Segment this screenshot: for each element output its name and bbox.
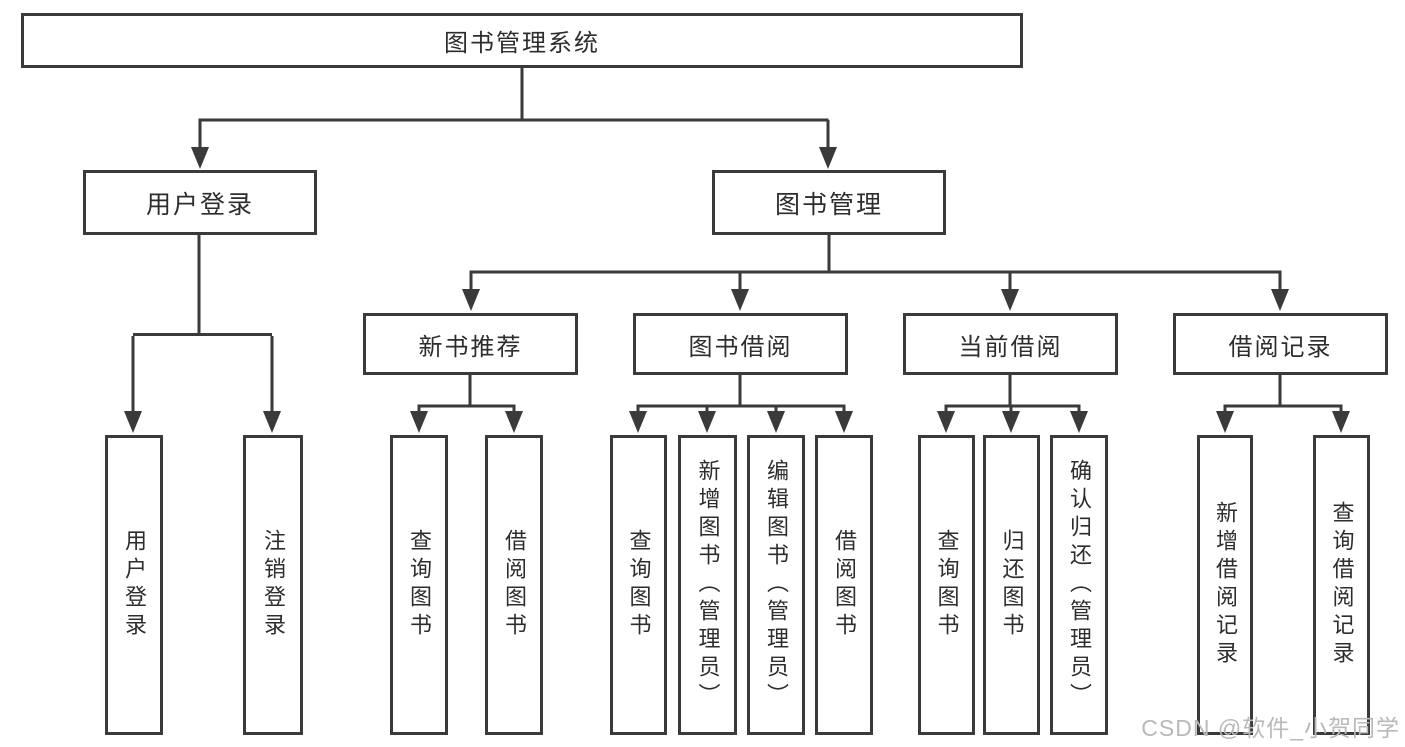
node-label: 用户登录 [145,190,254,219]
node-label: 新增借阅记录 [1213,501,1238,669]
leaf-records-add-borrow-record: 新增借阅记录 [1197,435,1253,735]
arrowheads [124,147,1350,433]
leaf-current-confirm-return-admin: 确认归还（管理员） [1050,435,1108,735]
leaf-newbook-borrow-books: 借阅图书 [485,435,543,735]
node-label: 查询图书 [934,529,960,641]
connector-new-book-to-leaves [417,375,516,414]
node-label: 图书借阅 [688,333,793,361]
node-label: 注销登录 [261,529,286,641]
leaf-current-return-books: 归还图书 [983,435,1040,735]
leaf-user-login: 用户登录 [105,435,163,735]
node-label: 当前借阅 [958,333,1063,361]
node-label: 查询图书 [407,529,432,641]
connector-user-login-to-leaves [131,235,274,414]
node-label: 新增图书（管理员） [695,459,721,711]
leaf-current-query-books: 查询图书 [918,435,975,735]
csdn-watermark: CSDN @软件_小贺同学 [1141,715,1400,741]
leaf-logout: 注销登录 [243,435,303,735]
node-user-login: 用户登录 [83,170,317,235]
node-label: 归还图书 [999,529,1025,641]
node-label: 查询借阅记录 [1329,501,1355,669]
node-current-borrowing: 当前借阅 [903,313,1118,375]
node-new-book-recommendation: 新书推荐 [363,313,578,375]
connector-root-to-level2 [198,68,830,150]
node-label: 确认归还（管理员） [1067,459,1092,711]
leaf-records-query-borrow-record: 查询借阅记录 [1313,435,1370,735]
node-label: 用户登录 [122,529,147,641]
connector-book-management-to-level3 [469,235,1282,292]
node-library-management-system: 图书管理系统 [21,13,1023,68]
node-label: 借阅图书 [502,529,527,641]
leaf-borrowing-borrow-books: 借阅图书 [815,435,873,735]
node-label: 查询图书 [626,529,652,641]
node-book-management: 图书管理 [712,170,946,235]
node-book-borrowing: 图书借阅 [633,313,848,375]
node-label: 图书管理 [774,190,883,219]
leaf-borrowing-edit-books-admin: 编辑图书（管理员） [747,435,805,735]
node-borrowing-records: 借阅记录 [1173,313,1388,375]
node-label: 借阅图书 [832,529,857,641]
connector-current-borrowing-to-leaves [944,375,1081,414]
leaf-borrowing-add-books-admin: 新增图书（管理员） [678,435,737,735]
connector-book-borrowing-to-leaves [636,375,846,414]
leaf-newbook-query-books: 查询图书 [390,435,448,735]
node-label: 新书推荐 [418,333,523,361]
node-label: 图书管理系统 [444,30,600,57]
connector-borrowing-records-to-leaves [1223,375,1343,414]
node-label: 编辑图书（管理员） [764,459,789,711]
node-label: 借阅记录 [1228,333,1333,361]
leaf-borrowing-query-books: 查询图书 [610,435,667,735]
